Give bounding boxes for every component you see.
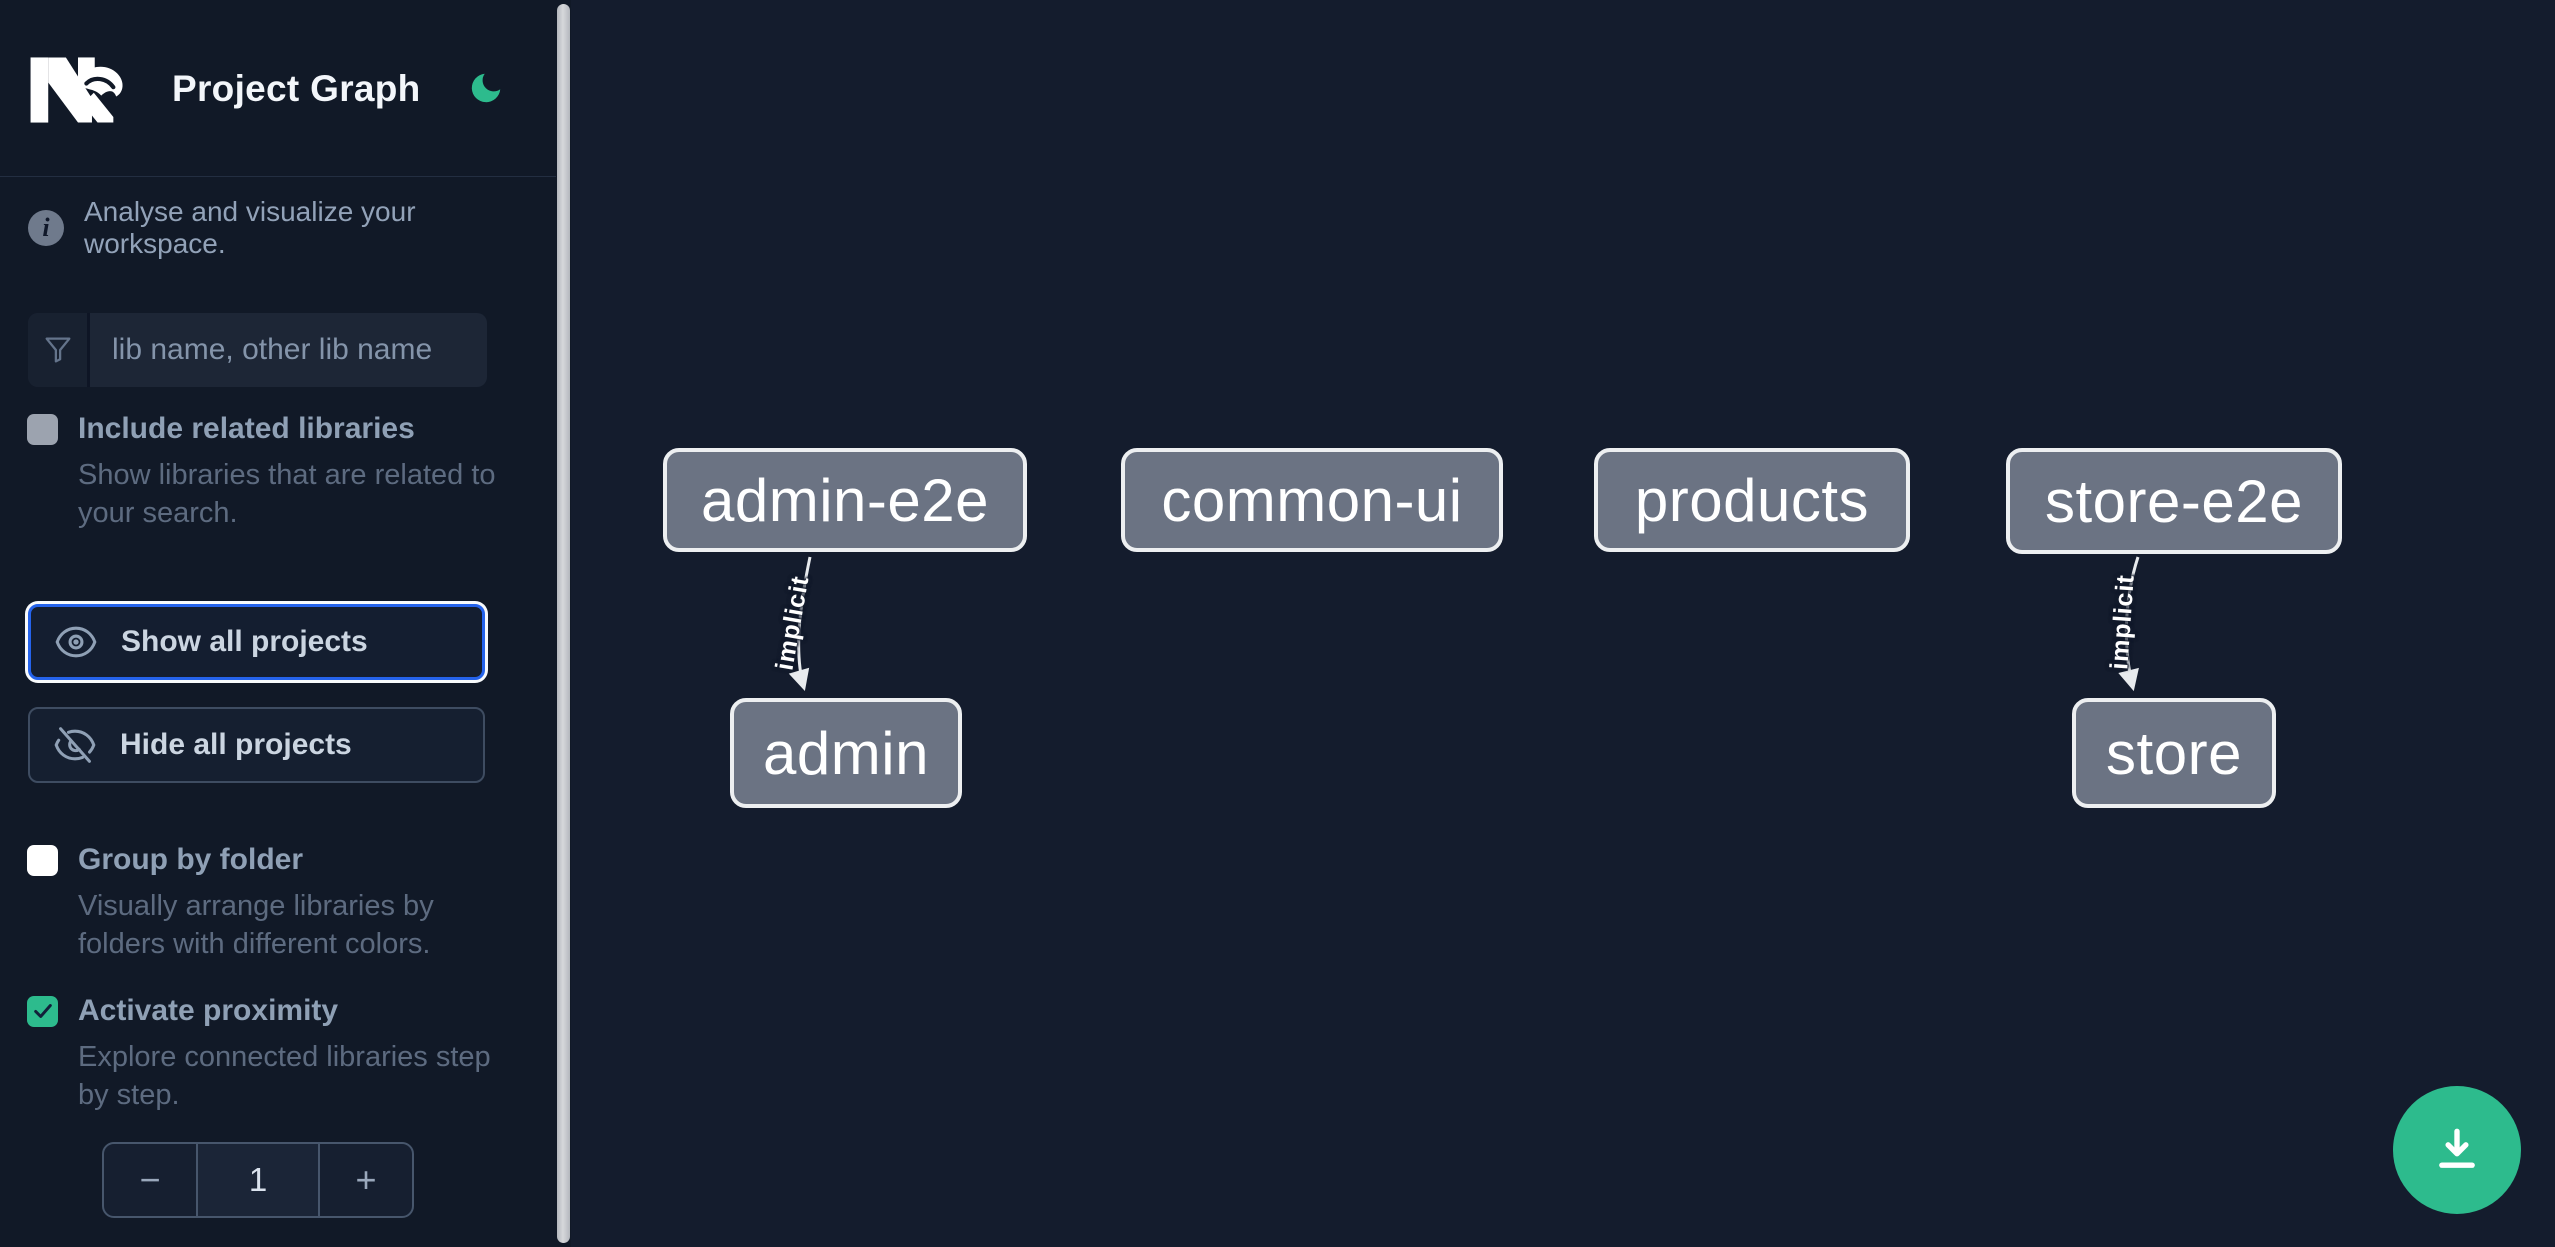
- workspace-info: i Analyse and visualize your workspace.: [28, 196, 538, 260]
- hide-all-projects-label: Hide all projects: [120, 728, 352, 761]
- moon-icon: [471, 73, 501, 103]
- page-title: Project Graph: [172, 68, 421, 109]
- download-image-button[interactable]: [2393, 1086, 2521, 1214]
- graph-node-store-e2e[interactable]: store-e2e: [2006, 448, 2342, 554]
- option-group-by-folder: Group by folder Visually arrange librari…: [27, 843, 502, 963]
- include-related-toggle[interactable]: Include related libraries: [27, 412, 502, 446]
- edge-store-e2e-to-store: [2118, 556, 2140, 692]
- info-text: Analyse and visualize your workspace.: [84, 196, 416, 259]
- edge-admin-e2e-to-admin: [788, 556, 812, 692]
- sidebar-header: Project Graph: [0, 0, 556, 177]
- nx-logo: [30, 57, 123, 123]
- include-related-label: Include related libraries: [78, 412, 415, 445]
- group-by-folder-label: Group by folder: [78, 843, 303, 876]
- activate-proximity-toggle[interactable]: Activate proximity: [27, 994, 502, 1028]
- filter-box: [28, 313, 487, 387]
- graph-node-admin[interactable]: admin: [730, 698, 962, 808]
- activate-proximity-label: Activate proximity: [78, 994, 339, 1027]
- graph-node-store[interactable]: store: [2072, 698, 2276, 808]
- graph-canvas[interactable]: admin-e2e common-ui products store-e2e admin…: [571, 0, 2555, 1247]
- graph-node-common-ui[interactable]: common-ui: [1121, 448, 1503, 552]
- proximity-value: 1: [196, 1144, 320, 1216]
- option-include-related: Include related libraries Show libraries…: [27, 412, 502, 532]
- graph-node-admin-e2e[interactable]: admin-e2e: [663, 448, 1027, 552]
- show-all-projects-button[interactable]: Show all projects: [28, 604, 485, 680]
- proximity-decrement-button[interactable]: −: [139, 1159, 161, 1200]
- funnel-icon: [28, 313, 90, 387]
- proximity-increment-button[interactable]: +: [355, 1159, 377, 1200]
- proximity-stepper: − 1 +: [102, 1142, 414, 1218]
- option-activate-proximity: Activate proximity Explore connected lib…: [27, 994, 502, 1114]
- activate-proximity-description: Explore connected libraries step by step…: [78, 1041, 491, 1111]
- group-by-folder-checkbox[interactable]: [27, 844, 58, 876]
- include-related-description: Show libraries that are related to your …: [78, 459, 496, 529]
- eye-slash-icon: [54, 727, 96, 763]
- eye-icon: [55, 626, 97, 658]
- include-related-checkbox[interactable]: [27, 413, 58, 445]
- show-all-projects-label: Show all projects: [121, 625, 368, 658]
- theme-toggle-button[interactable]: [462, 64, 510, 112]
- filter-input[interactable]: [90, 313, 487, 387]
- group-by-folder-toggle[interactable]: Group by folder: [27, 843, 502, 877]
- graph-node-products[interactable]: products: [1594, 448, 1910, 552]
- info-circle-icon: i: [28, 210, 64, 246]
- download-icon: [2439, 1128, 2475, 1168]
- sidebar: Project Graph i Analyse and visualize yo…: [0, 0, 571, 1247]
- activate-proximity-checkbox[interactable]: [27, 995, 58, 1027]
- group-by-folder-description: Visually arrange libraries by folders wi…: [78, 890, 434, 960]
- graph-edges-layer: [788, 556, 2140, 692]
- hide-all-projects-button[interactable]: Hide all projects: [28, 707, 485, 783]
- sidebar-scrollbar[interactable]: [557, 4, 570, 1243]
